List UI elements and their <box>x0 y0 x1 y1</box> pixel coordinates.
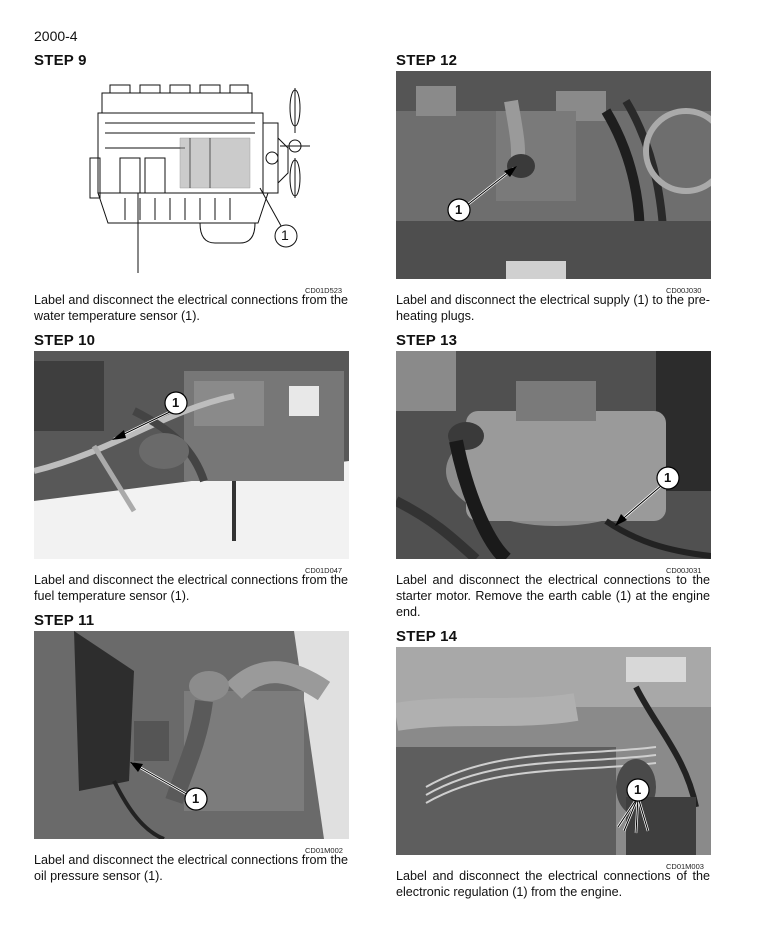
step-11-description: Label and disconnect the electrical conn… <box>34 853 348 883</box>
oil-sensor-photo <box>34 631 349 839</box>
starter-motor-photo <box>396 351 711 559</box>
step-14-title: STEP 14 <box>396 628 458 645</box>
step-11-title: STEP 11 <box>34 612 95 629</box>
step-9-callout-label: 1 <box>281 227 289 243</box>
step-11-figure-code: CD01M002 <box>305 846 343 855</box>
step-10-figure-code: CD01D047 <box>305 566 343 575</box>
step-10-description: Label and disconnect the electrical conn… <box>34 573 348 603</box>
step-14-callout-label: 1 <box>634 782 642 797</box>
step-14-photo: 1 <box>396 647 711 855</box>
step-12-title: STEP 12 <box>396 52 458 69</box>
step-12-callout-label: 1 <box>455 202 463 217</box>
step-9-figure-code: CD01D523 <box>305 286 343 295</box>
step-13-title: STEP 13 <box>396 332 458 349</box>
preheat-plug-photo <box>396 71 711 279</box>
step-13-photo: 1 <box>396 351 711 559</box>
page-number: 2000-4 <box>34 28 78 44</box>
step-9-engine-drawing: 1 <box>80 78 340 278</box>
engine-line-drawing <box>89 84 310 273</box>
step-13-figure-code: CD00J031 <box>666 566 702 575</box>
step-10-title: STEP 10 <box>34 332 96 349</box>
step-9-description: Label and disconnect the electrical conn… <box>34 293 348 323</box>
step-14-figure-code: CD01M003 <box>666 862 704 871</box>
step-12-figure-code: CD00J030 <box>666 286 702 295</box>
step-9-title: STEP 9 <box>34 52 87 69</box>
step-13-callout-label: 1 <box>664 470 672 485</box>
step-12-description: Label and disconnect the electrical supp… <box>396 293 710 323</box>
step-10-callout-label: 1 <box>172 395 180 410</box>
electronic-regulation-photo <box>396 647 711 855</box>
step-11-photo: 1 <box>34 631 349 839</box>
step-11-callout-label: 1 <box>192 791 200 806</box>
step-9-callout <box>274 224 298 248</box>
step-10-photo: 1 <box>34 351 349 559</box>
step-13-description: Label and disconnect the electrical conn… <box>396 573 710 619</box>
fuel-pump-photo <box>34 351 349 559</box>
step-12-photo: 1 <box>396 71 711 279</box>
step-14-description: Label and disconnect the electrical conn… <box>396 869 710 899</box>
